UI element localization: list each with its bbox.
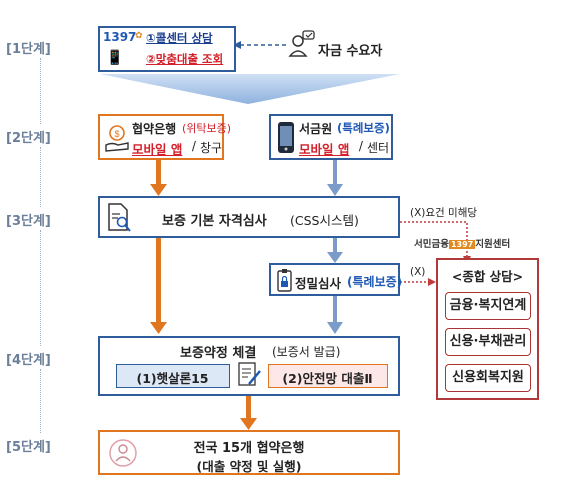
execution-line1: 전국 15개 협약은행 — [193, 441, 305, 456]
arrow-blue — [327, 252, 343, 263]
detail-screening-tag: (특례보증) — [347, 275, 403, 289]
css-screening-sub: (CSS시스템) — [290, 213, 359, 228]
kinfa-channel: 센터 — [367, 141, 390, 155]
css-screening-title: 보증 기본 자격심사 — [162, 214, 267, 229]
execution-line2: (대출 약정 및 실행) — [196, 459, 302, 474]
css-screening-box: 보증 기본 자격심사 (CSS시스템) — [98, 196, 400, 238]
hand-coin-icon: $ — [105, 125, 129, 152]
partner-bank-box: $ 협약은행 (위탁보증) 모바일 앱 / 창구 — [98, 114, 231, 160]
arrow-orange — [240, 418, 257, 430]
center-logo-text-b: 지원센터 — [475, 239, 511, 250]
separator: / — [355, 139, 367, 153]
funnel-shape — [100, 74, 400, 104]
stage-label-5: [5단계] — [6, 440, 51, 455]
partner-channel: 창구 — [200, 141, 223, 155]
arrow-orange — [150, 184, 167, 196]
bank-person-icon — [109, 439, 137, 467]
option-sunshine-loan: (1)햇살론15 — [116, 364, 230, 388]
timeline-segment — [40, 369, 41, 433]
option-safety-net-loan-label: (2)안전망 대출Ⅱ — [282, 371, 373, 386]
arrow-blue — [327, 322, 343, 334]
x-label: (X) — [410, 266, 426, 278]
guarantee-contract-box: 보증약정 체결 (보증서 발급) (1)햇살론15 (2)안전망 대출Ⅱ — [98, 336, 400, 396]
kinfa-box: 서금원 (특례보증) 모바일 앱 / 센터 — [269, 114, 393, 160]
detail-screening-title: 정밀심사 — [295, 276, 342, 291]
callcenter-line: ①콜센터 상담 — [146, 31, 213, 45]
partner-banks-execution-box: 전국 15개 협약은행 (대출 약정 및 실행) — [98, 430, 400, 475]
stage-label-3: [3단계] — [6, 214, 51, 229]
guarantee-contract-sub: (보증서 발급) — [272, 345, 341, 359]
consult-title: <종합 상담> — [451, 269, 524, 284]
requester-label: 자금 수요자 — [318, 44, 383, 59]
contract-pen-icon — [238, 362, 261, 386]
arrow-blue — [327, 184, 343, 196]
separator: / — [188, 139, 200, 153]
kinfa-mobile-app: 모바일 앱 — [299, 142, 350, 157]
stage-label-2: [2단계] — [6, 131, 51, 146]
guarantee-contract-title: 보증약정 체결 — [180, 346, 257, 361]
phone-icon: 📱 — [106, 50, 124, 66]
timeline-segment — [40, 147, 41, 207]
partner-bank-title: 협약은행 — [132, 122, 177, 136]
center-logo-text-a: 서민금융 — [414, 239, 449, 250]
partner-mobile-app: 모바일 앱 — [132, 142, 183, 157]
logo-1397: 1397 — [103, 30, 137, 44]
logo-mark-icon: ✿ — [135, 31, 143, 41]
consult-box: <종합 상담> 금융·복지연계 신용·부채관리 신용회복지원 — [436, 258, 539, 400]
kinfa-title: 서금원 — [299, 122, 333, 136]
option-sunshine-loan-label: (1)햇살론15 — [136, 371, 209, 386]
kinfa-tag: (특례보증) — [337, 121, 390, 135]
timeline-segment — [40, 230, 41, 346]
detail-screening-box: 정밀심사 (특례보증) — [269, 263, 403, 296]
option-safety-net-loan: (2)안전망 대출Ⅱ — [268, 364, 388, 388]
center-logo-num: 1397 — [448, 240, 476, 249]
svg-text:$: $ — [114, 129, 119, 139]
ineligible-label: (X)요건 미해당 — [410, 207, 478, 219]
loan-lookup-line: ②맞춤대출 조회 — [146, 52, 224, 66]
partner-bank-tag: (위탁보증) — [182, 122, 232, 135]
person-icon — [288, 30, 315, 57]
consult-item-welfare: 금융·복지연계 — [445, 292, 531, 320]
stage-label-1: [1단계] — [6, 42, 51, 57]
consult-item-recovery: 신용회복지원 — [445, 364, 531, 392]
stage-label-4: [4단계] — [6, 353, 51, 368]
callcenter-box: 1397 ✿ ①콜센터 상담 📱 ②맞춤대출 조회 — [98, 26, 236, 72]
mobile-phone-icon — [278, 122, 294, 153]
clipboard-lock-icon — [277, 269, 292, 292]
arrow-orange — [150, 322, 167, 334]
consult-item-debt: 신용·부채관리 — [445, 328, 531, 356]
timeline-segment — [40, 58, 41, 124]
document-search-icon — [108, 203, 131, 232]
